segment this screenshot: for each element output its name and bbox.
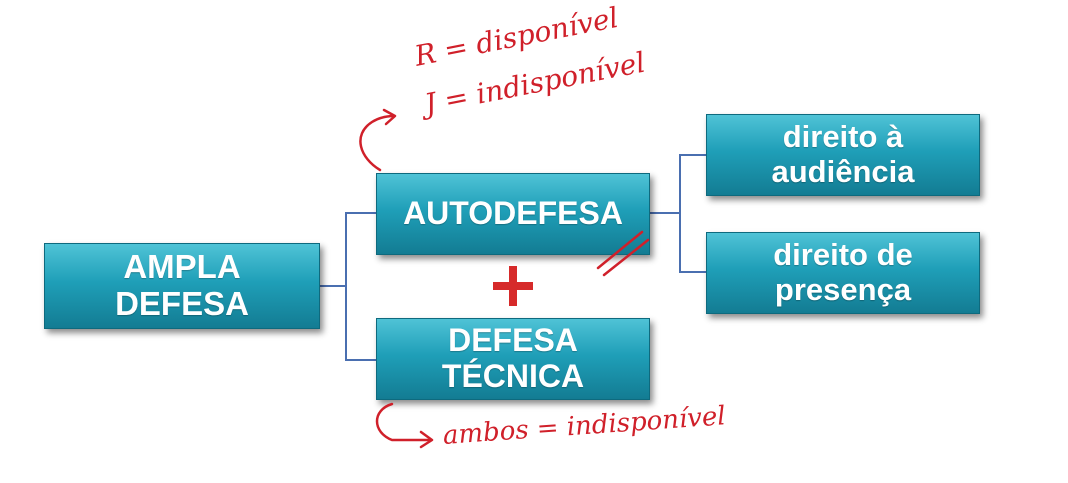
curved-arrow-up-icon bbox=[359, 114, 396, 172]
node-audiencia-line-2: audiência bbox=[771, 154, 915, 189]
node-presenca-line-1: direito de bbox=[773, 237, 913, 273]
curved-arrow-down-icon bbox=[375, 402, 432, 442]
connector-root-children bbox=[320, 212, 376, 361]
root-node-line-1: AMPLA bbox=[123, 248, 241, 286]
root-node-line-2: DEFESA bbox=[115, 285, 249, 322]
arrow-head-up-icon bbox=[382, 108, 397, 126]
node-defesa-tecnica: DEFESA TÉCNICA bbox=[376, 318, 650, 400]
node-defesa-tecnica-line-1: DEFESA bbox=[448, 322, 578, 359]
node-audiencia-line-1: direito à bbox=[782, 119, 904, 155]
node-presenca-line-2: presença bbox=[774, 272, 912, 307]
plus-icon bbox=[493, 266, 533, 306]
connector-autodefesa-children bbox=[650, 154, 706, 273]
node-direito-presenca: direito de presença bbox=[706, 232, 980, 314]
node-defesa-tecnica-line-2: TÉCNICA bbox=[441, 358, 585, 394]
double-slash-mark-icon bbox=[596, 230, 650, 277]
node-autodefesa-label: AUTODEFESA bbox=[403, 195, 623, 232]
root-node-ampla-defesa: AMPLA DEFESA bbox=[44, 243, 320, 329]
node-autodefesa: AUTODEFESA bbox=[376, 173, 650, 255]
node-direito-audiencia: direito à audiência bbox=[706, 114, 980, 196]
arrow-head-right-icon bbox=[419, 430, 434, 449]
